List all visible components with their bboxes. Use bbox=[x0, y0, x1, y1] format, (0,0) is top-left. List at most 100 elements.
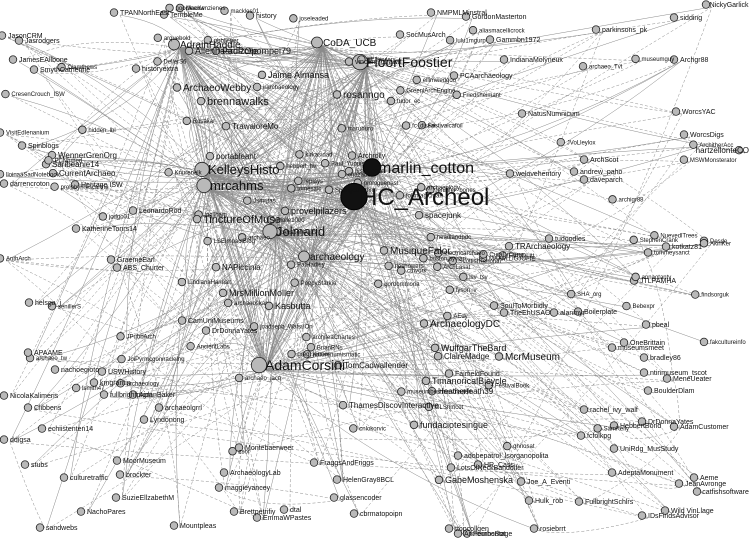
graph-node[interactable] bbox=[295, 150, 304, 159]
graph-node[interactable] bbox=[473, 460, 483, 469]
graph-node[interactable] bbox=[566, 289, 576, 299]
graph-node[interactable] bbox=[20, 460, 30, 469]
graph-node[interactable] bbox=[131, 64, 141, 73]
graph-node[interactable] bbox=[109, 8, 119, 17]
graph-node[interactable] bbox=[164, 168, 173, 177]
graph-node[interactable] bbox=[662, 374, 672, 383]
graph-node[interactable] bbox=[228, 447, 237, 456]
graph-node[interactable] bbox=[89, 378, 99, 387]
graph-node[interactable] bbox=[517, 109, 527, 118]
graph-node[interactable] bbox=[679, 130, 689, 139]
graph-node[interactable] bbox=[446, 463, 456, 472]
graph-node[interactable] bbox=[337, 124, 346, 133]
graph-node[interactable] bbox=[24, 298, 34, 307]
graph-node[interactable] bbox=[205, 151, 215, 161]
graph-node[interactable] bbox=[99, 390, 109, 399]
graph-node[interactable] bbox=[416, 183, 426, 192]
graph-node[interactable] bbox=[47, 302, 57, 311]
graph-node[interactable] bbox=[70, 180, 80, 189]
graph-node[interactable] bbox=[298, 250, 310, 263]
graph-node[interactable] bbox=[128, 206, 138, 215]
graph-node[interactable] bbox=[203, 35, 213, 45]
graph-node[interactable] bbox=[384, 261, 393, 271]
graph-node[interactable] bbox=[593, 424, 602, 433]
graph-node[interactable] bbox=[607, 468, 617, 477]
graph-node[interactable] bbox=[245, 11, 255, 20]
graph-node[interactable] bbox=[569, 167, 579, 176]
graph-node[interactable] bbox=[691, 290, 700, 299]
graph-node[interactable] bbox=[0, 31, 7, 40]
graph-node[interactable] bbox=[692, 487, 702, 496]
graph-node[interactable] bbox=[237, 233, 247, 242]
graph-node[interactable] bbox=[386, 96, 396, 106]
graph-node[interactable] bbox=[622, 301, 631, 311]
graph-node[interactable] bbox=[344, 57, 354, 66]
graph-node[interactable] bbox=[591, 25, 601, 34]
graph-node[interactable] bbox=[184, 46, 194, 56]
graph-node[interactable] bbox=[57, 62, 66, 72]
graph-node[interactable] bbox=[306, 342, 316, 352]
graph-node[interactable] bbox=[23, 348, 33, 357]
graph-node[interactable] bbox=[37, 424, 47, 433]
graph-node[interactable] bbox=[234, 373, 244, 383]
graph-node[interactable] bbox=[324, 185, 334, 194]
graph-node[interactable] bbox=[139, 415, 149, 424]
graph-node[interactable] bbox=[252, 82, 262, 92]
graph-node[interactable] bbox=[379, 246, 389, 255]
graph-node[interactable] bbox=[433, 248, 443, 258]
graph-node[interactable] bbox=[264, 301, 274, 311]
graph-node[interactable] bbox=[8, 55, 18, 64]
graph-node[interactable] bbox=[395, 191, 405, 200]
graph-node[interactable] bbox=[211, 46, 221, 56]
graph-node[interactable] bbox=[1, 89, 10, 99]
graph-node[interactable] bbox=[290, 278, 299, 287]
graph-node[interactable] bbox=[50, 182, 59, 191]
graph-node[interactable] bbox=[234, 443, 244, 452]
graph-node[interactable] bbox=[175, 3, 185, 13]
graph-node[interactable] bbox=[14, 36, 24, 45]
graph-node[interactable] bbox=[445, 285, 454, 294]
graph-node[interactable] bbox=[699, 337, 709, 347]
graph-node[interactable] bbox=[426, 8, 436, 17]
graph-node[interactable] bbox=[78, 125, 87, 134]
graph-node[interactable] bbox=[579, 405, 589, 414]
graph-node[interactable] bbox=[631, 272, 640, 282]
graph-node[interactable] bbox=[637, 511, 647, 520]
graph-node[interactable] bbox=[479, 250, 488, 259]
graph-node[interactable] bbox=[453, 529, 463, 538]
graph-node[interactable] bbox=[524, 496, 534, 505]
graph-node[interactable] bbox=[0, 179, 9, 188]
graph-node[interactable] bbox=[153, 57, 162, 66]
graph-node[interactable] bbox=[294, 176, 303, 185]
graph-node[interactable] bbox=[153, 33, 163, 42]
graph-node[interactable] bbox=[357, 55, 366, 64]
graph-node[interactable] bbox=[419, 254, 428, 263]
graph-node[interactable] bbox=[287, 184, 296, 193]
graph-node[interactable] bbox=[203, 236, 212, 246]
graph-node[interactable] bbox=[128, 390, 138, 399]
graph-node[interactable] bbox=[194, 161, 210, 178]
graph-node[interactable] bbox=[674, 479, 684, 488]
graph-node[interactable] bbox=[444, 524, 454, 533]
graph-node[interactable] bbox=[426, 232, 435, 242]
graph-node[interactable] bbox=[396, 86, 405, 95]
graph-node[interactable] bbox=[424, 402, 434, 412]
graph-node[interactable] bbox=[669, 13, 679, 22]
graph-node[interactable] bbox=[35, 523, 45, 532]
graph-node[interactable] bbox=[639, 368, 649, 377]
graph-node[interactable] bbox=[374, 279, 383, 288]
graph-node[interactable] bbox=[111, 493, 121, 502]
graph-node[interactable] bbox=[333, 361, 343, 370]
graph-node[interactable] bbox=[201, 326, 211, 335]
graph-node[interactable] bbox=[412, 75, 421, 85]
graph-node[interactable] bbox=[169, 521, 179, 530]
graph-node[interactable] bbox=[641, 320, 651, 329]
graph-node[interactable] bbox=[289, 14, 298, 23]
graph-node[interactable] bbox=[556, 137, 566, 147]
graph-node[interactable] bbox=[637, 417, 647, 426]
graph-node[interactable] bbox=[229, 507, 239, 516]
graph-node[interactable] bbox=[279, 505, 289, 514]
graph-node[interactable] bbox=[427, 387, 437, 396]
graph-node[interactable] bbox=[549, 308, 559, 317]
graph-node[interactable] bbox=[485, 35, 495, 44]
